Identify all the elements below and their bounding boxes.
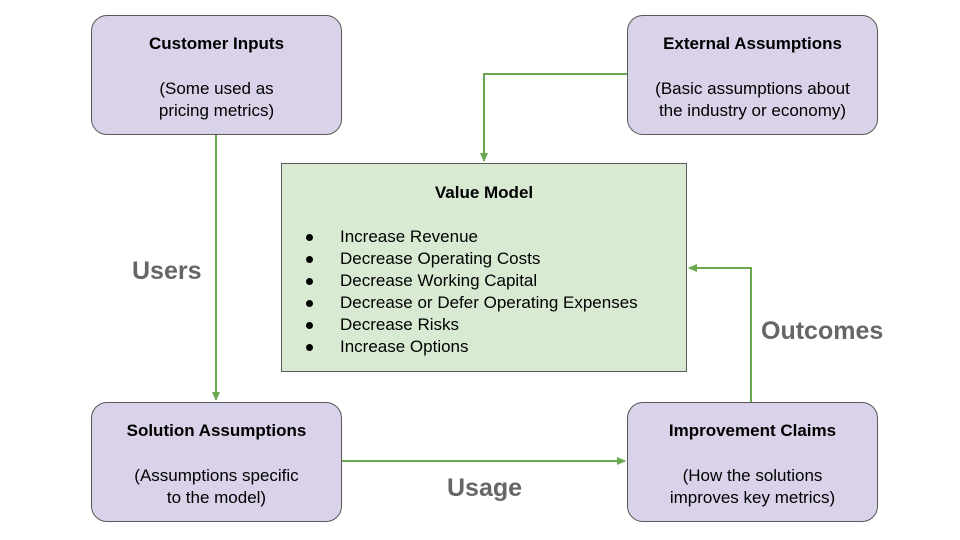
bullet-icon (306, 344, 313, 351)
customer-inputs-description: (Some used as pricing metrics) (100, 78, 333, 122)
value-model-item-label: Increase Revenue (340, 227, 478, 246)
value-model-item: Increase Revenue (304, 226, 638, 248)
bullet-icon (306, 278, 313, 285)
arrow-improvement-to-value-model (688, 264, 752, 402)
external-assumptions-title: External Assumptions (663, 34, 842, 53)
customer-inputs-line-2: pricing metrics) (158, 101, 275, 120)
improvement-claims-line-1: (How the solutions (682, 466, 823, 485)
value-model-list: Increase Revenue Decrease Operating Cost… (304, 226, 638, 358)
value-model-item-label: Decrease Risks (340, 315, 460, 334)
improvement-claims-line-2: improves key metrics) (669, 488, 836, 507)
improvement-claims-description: (How the solutions improves key metrics) (636, 465, 869, 509)
improvement-claims-box: Improvement Claims (How the solutions im… (627, 402, 878, 522)
value-model-item-label: Decrease Working Capital (340, 271, 538, 290)
edge-label-users: Users (132, 257, 202, 285)
value-model-item: Decrease Working Capital (304, 270, 638, 292)
solution-assumptions-line-1: (Assumptions specific (134, 466, 299, 485)
bullet-icon (306, 322, 313, 329)
value-model-box: Value Model Increase Revenue Decrease Op… (281, 163, 687, 372)
value-model-title: Value Model (434, 183, 534, 202)
customer-inputs-title: Customer Inputs (148, 34, 285, 53)
value-model-item: Decrease Risks (304, 314, 638, 336)
value-model-item: Decrease Operating Costs (304, 248, 638, 270)
external-assumptions-line-1: (Basic assumptions about (655, 79, 850, 98)
value-model-item-label: Decrease Operating Costs (340, 249, 541, 268)
arrow-external-to-value-model (480, 73, 627, 162)
external-assumptions-box: External Assumptions (Basic assumptions … (627, 15, 878, 135)
solution-assumptions-box: Solution Assumptions (Assumptions specif… (91, 402, 342, 522)
bullet-icon (306, 256, 313, 263)
customer-inputs-line-1: (Some used as (159, 79, 274, 98)
solution-assumptions-line-2: to the model) (166, 488, 267, 507)
customer-inputs-box: Customer Inputs (Some used as pricing me… (91, 15, 342, 135)
external-assumptions-line-2: the industry or economy) (658, 101, 847, 120)
value-model-item: Decrease or Defer Operating Expenses (304, 292, 638, 314)
edge-label-outcomes: Outcomes (761, 317, 884, 345)
solution-assumptions-description: (Assumptions specific to the model) (100, 465, 333, 509)
improvement-claims-title: Improvement Claims (668, 421, 837, 440)
value-model-item-label: Increase Options (340, 337, 469, 356)
value-model-item-label: Decrease or Defer Operating Expenses (340, 293, 638, 312)
external-assumptions-description: (Basic assumptions about the industry or… (636, 78, 869, 122)
bullet-icon (306, 300, 313, 307)
value-model-item: Increase Options (304, 336, 638, 358)
solution-assumptions-title: Solution Assumptions (126, 421, 307, 440)
edge-label-usage: Usage (447, 474, 523, 502)
bullet-icon (306, 234, 313, 241)
